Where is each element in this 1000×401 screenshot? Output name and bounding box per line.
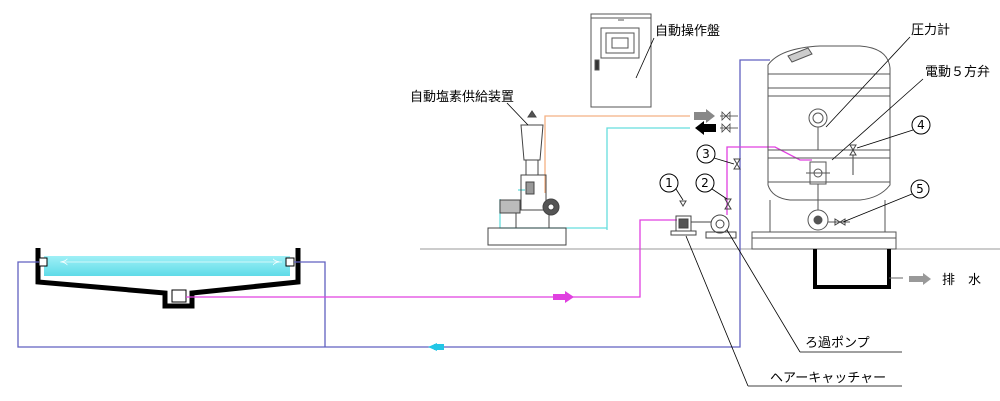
- drain-label: 排 水: [942, 273, 981, 288]
- filter-tank: [751, 45, 897, 250]
- chlorine-feeder: [487, 110, 567, 246]
- pool-water: [44, 256, 290, 276]
- return-pipe: [17, 59, 770, 348]
- svg-text:4: 4: [917, 118, 925, 132]
- marker-1: 1: [659, 173, 684, 201]
- control-panel: [590, 13, 652, 108]
- five-way-valve-label: 電動５方弁: [925, 64, 990, 80]
- pool-inlet-left: [38, 257, 48, 267]
- marker-4: 4: [856, 115, 931, 149]
- marker-5: 5: [842, 179, 930, 223]
- suction-pipe: [186, 146, 812, 298]
- pressure-gauge-label: 圧力計: [911, 22, 950, 38]
- control-panel-label: 自動操作盤: [655, 23, 720, 39]
- pool-inlet-right: [285, 257, 295, 267]
- filter-pump: [691, 214, 737, 239]
- drain-pit: [813, 249, 931, 289]
- suction-flow-arrow: [553, 294, 565, 300]
- pool: ≺ ≻: [35, 248, 301, 309]
- hair-catcher: [670, 215, 697, 236]
- svg-text:2: 2: [701, 176, 709, 190]
- svg-text:1: 1: [665, 176, 673, 190]
- svg-text:≻: ≻: [272, 257, 280, 268]
- svg-text:5: 5: [916, 182, 924, 196]
- cyan-chemical-line: [606, 127, 690, 230]
- filter-pump-label: ろ過ポンプ: [805, 336, 870, 351]
- svg-text:≺: ≺: [60, 257, 68, 268]
- marker-3: 3: [696, 144, 735, 165]
- svg-text:3: 3: [702, 147, 710, 161]
- orange-chemical-line: [544, 115, 690, 193]
- marker-2: 2: [695, 173, 728, 200]
- hair-catcher-label: ヘアーキャッチャー: [770, 371, 886, 386]
- small-valves: [679, 144, 857, 226]
- chlorine-feeder-label: 自動塩素供給装置: [410, 90, 514, 105]
- chemical-arrows: [694, 109, 738, 135]
